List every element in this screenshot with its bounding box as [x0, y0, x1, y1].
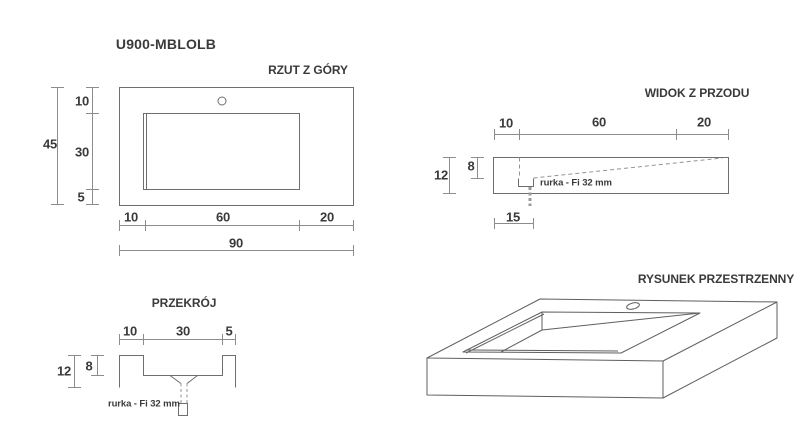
dim-label-section-30: 30 — [175, 323, 191, 339]
front-view-dimension-lines — [443, 129, 729, 229]
dim-label-top-45: 45 — [42, 136, 58, 152]
section-drain-pipe-hidden — [180, 383, 188, 404]
dim-label-top-90: 90 — [228, 235, 244, 251]
iso-view-title: RYSUNEK PRZESTRZENNY — [637, 272, 795, 286]
iso-basin-rim-double-lines — [465, 313, 619, 354]
dim-label-front-10: 10 — [498, 115, 514, 131]
section-profile — [119, 355, 236, 388]
dim-label-top-20: 20 — [319, 209, 335, 225]
dim-label-front-60: 60 — [591, 114, 607, 130]
front-basin-slope-hidden — [533, 157, 723, 179]
dim-ticks-front-12 — [443, 157, 456, 194]
dim-ticks-90 — [119, 245, 354, 256]
section-view-title: PRZEKRÓJ — [151, 296, 217, 310]
dim-ticks-section-8 — [91, 355, 104, 376]
top-view — [51, 87, 354, 256]
front-slab-outline — [493, 157, 729, 194]
section-drain-pipe-end — [178, 403, 188, 416]
iso-front-face — [426, 358, 664, 399]
dim-ticks-10-30-5 — [86, 87, 99, 205]
dim-label-front-12: 12 — [433, 167, 449, 183]
dim-label-front-8: 8 — [467, 158, 475, 174]
dim-ticks-section-10-30-5 — [119, 334, 236, 345]
top-view-dimension-lines — [51, 87, 354, 256]
top-view-title: RZUT Z GÓRY — [268, 63, 348, 77]
iso-right-face — [662, 302, 778, 399]
iso-basin-bottom-edges — [500, 312, 701, 353]
dim-ticks-front-10-60-20 — [494, 129, 729, 140]
front-hidden-lines — [519, 157, 723, 179]
dim-ticks-section-12 — [68, 355, 81, 388]
iso-basin-rim — [462, 311, 701, 354]
section-drain-pipe-note: rurka - Fi 32 mm — [108, 398, 180, 410]
iso-faucet-hole — [626, 302, 640, 310]
dim-label-top-10v: 10 — [74, 93, 90, 109]
dim-label-section-10: 10 — [122, 323, 138, 339]
dim-label-section-8: 8 — [85, 358, 93, 374]
dim-label-front-20: 20 — [696, 114, 712, 130]
section-drain-funnel — [169, 375, 198, 384]
top-basin-outline — [143, 113, 300, 190]
dim-label-top-30: 30 — [74, 144, 90, 160]
dim-ticks-front-15 — [494, 218, 534, 229]
dim-label-top-60: 60 — [215, 209, 231, 225]
section-view — [68, 334, 236, 416]
dim-label-front-15: 15 — [505, 209, 521, 225]
top-countertop-outline — [119, 87, 354, 206]
dim-label-section-12: 12 — [56, 363, 72, 379]
dim-ticks-10-60-20 — [119, 220, 354, 231]
section-view-dimension-lines — [68, 334, 236, 388]
dim-ticks-front-8 — [471, 157, 484, 179]
dim-label-top-10h: 10 — [123, 209, 139, 225]
front-drain-pipe-note: rurka - Fi 32 mm — [540, 177, 612, 189]
front-view — [443, 129, 729, 229]
iso-view — [426, 298, 778, 399]
front-view-title: WIDOK Z PRZODU — [644, 86, 750, 100]
top-faucet-hole — [217, 96, 227, 106]
dim-label-section-5: 5 — [225, 323, 233, 339]
product-code: U900-MBLOLB — [115, 36, 217, 52]
front-drain-notch — [518, 178, 534, 187]
dim-ticks-45 — [51, 87, 64, 205]
dim-label-top-5: 5 — [77, 189, 85, 205]
